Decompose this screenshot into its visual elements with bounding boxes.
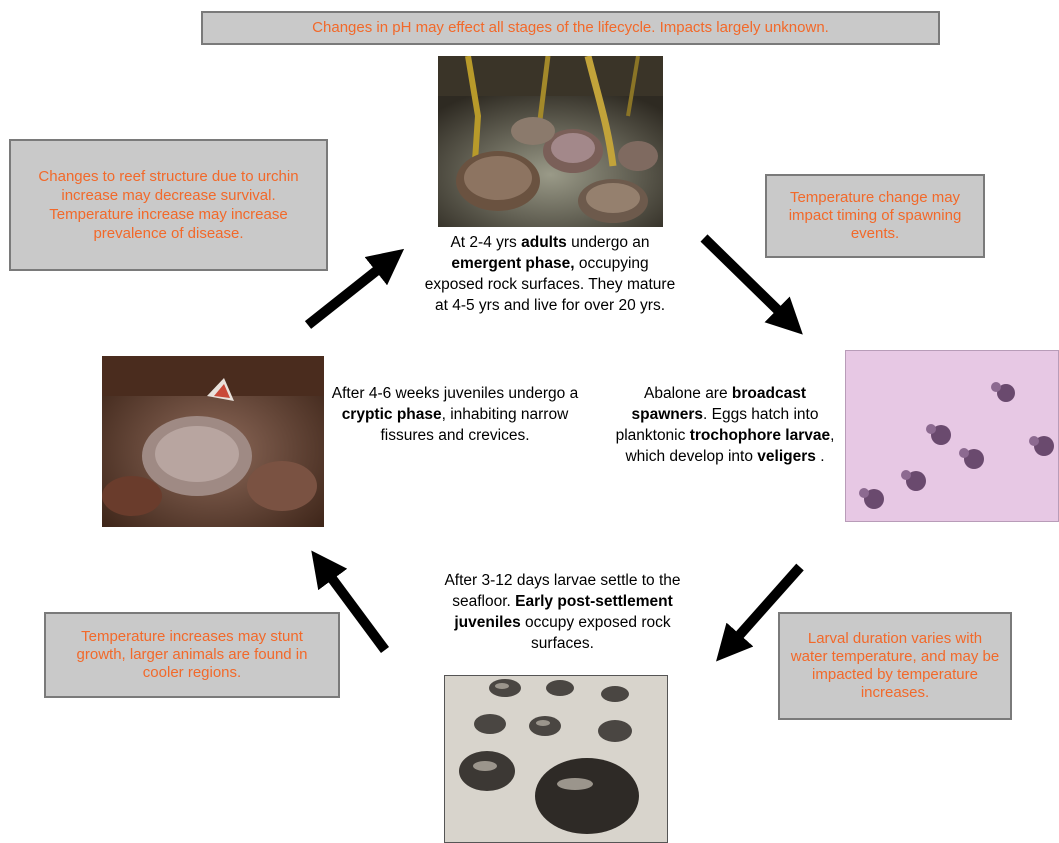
arrow-spawning-to-settlement [728,567,800,648]
arrow-adult-to-spawning [704,238,790,322]
arrow-settlement-to-cryptic [322,565,385,650]
arrow-cryptic-to-adult [308,260,390,325]
